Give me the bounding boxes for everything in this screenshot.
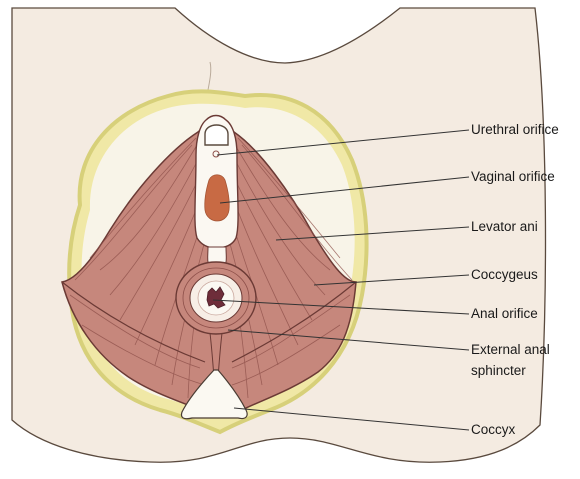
vaginal-orifice-shape — [205, 175, 230, 221]
label-external-anal-sphincter-line2: sphincter — [471, 362, 526, 379]
label-urethral-orifice: Urethral orifice — [471, 121, 559, 138]
label-coccyx: Coccyx — [471, 421, 515, 438]
urethral-ring — [205, 125, 228, 145]
label-vaginal-orifice: Vaginal orifice — [471, 168, 555, 185]
label-external-anal-sphincter-line1: External anal — [471, 341, 550, 358]
label-levator-ani: Levator ani — [471, 218, 538, 235]
label-anal-orifice: Anal orifice — [471, 305, 538, 322]
urethral-orifice-shape — [213, 151, 219, 157]
label-coccygeus: Coccygeus — [471, 266, 538, 283]
